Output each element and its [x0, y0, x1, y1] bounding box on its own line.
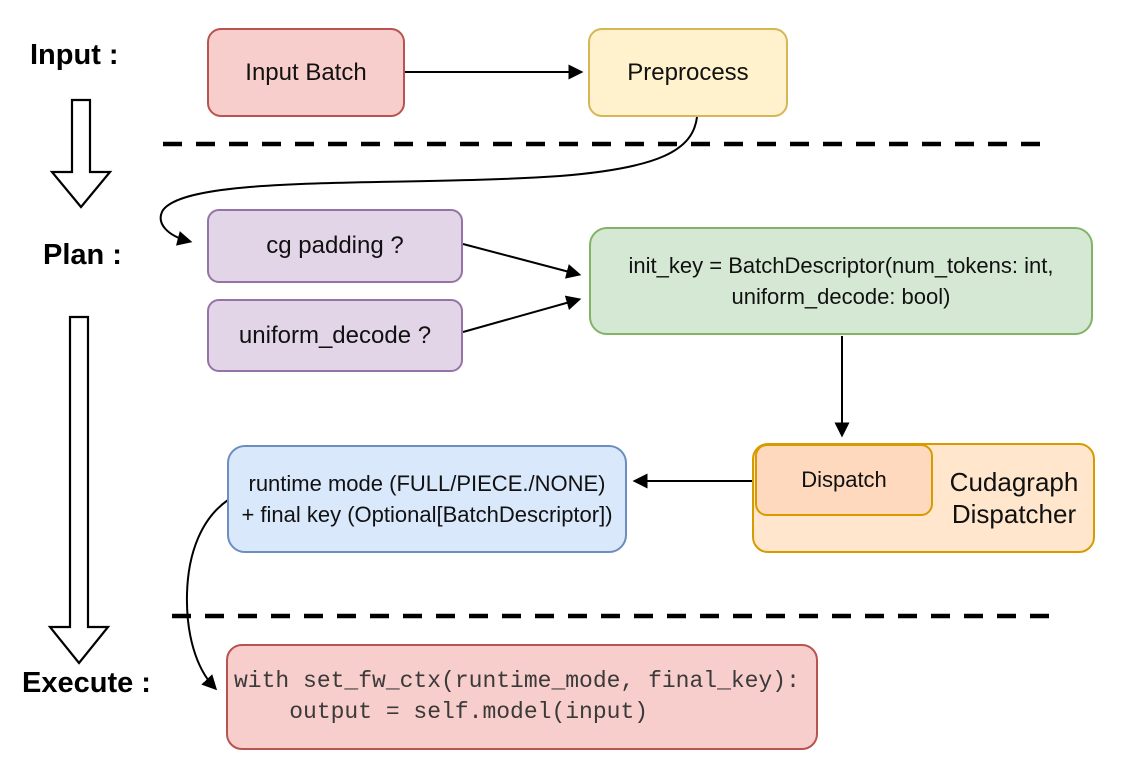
execute-code-line2: output = self.model(input): [234, 699, 649, 725]
node-execute-code: with set_fw_ctx(runtime_mode, final_key)…: [226, 644, 818, 750]
node-cg-padding-label: cg padding ?: [266, 232, 404, 259]
node-preprocess-label: Preprocess: [627, 58, 749, 86]
node-uniform-decode-label: uniform_decode ?: [238, 321, 432, 349]
node-dispatch: Dispatch: [755, 444, 933, 516]
node-cudagraph-dispatcher-label: Cudagraph Dispatcher: [933, 443, 1095, 553]
node-uniform-decode: uniform_decode ?: [207, 299, 463, 372]
node-cg-padding: cg padding ?: [207, 209, 463, 283]
plan-to-execute-arrow: [47, 315, 111, 665]
node-runtime-mode-line1: runtime mode (FULL/PIECE./NONE): [248, 471, 606, 496]
cudagraph-label-line1: Cudagraph: [949, 467, 1079, 497]
cudagraph-label-line2: Dispatcher: [951, 499, 1077, 529]
connector-runtime-mode-to-execute-code: [185, 499, 229, 691]
node-init-key-line2: uniform_decode: bool): [731, 284, 951, 309]
node-dispatch-label: Dispatch: [801, 467, 887, 492]
connector-uniform-decode-to-init-key: [462, 295, 582, 333]
connector-preprocess-to-cg-padding: [159, 116, 698, 246]
input-to-plan-arrow: [49, 98, 113, 209]
execute-code-line1: with set_fw_ctx(runtime_mode, final_key)…: [234, 668, 800, 694]
node-input-batch-label: Input Batch: [245, 58, 367, 86]
connector-cg-padding-to-init-key: [462, 243, 582, 279]
node-preprocess: Preprocess: [588, 28, 788, 117]
node-runtime-mode-line2: + final key (Optional[BatchDescriptor]): [241, 502, 613, 527]
node-init-key: init_key = BatchDescriptor(num_tokens: i…: [589, 227, 1093, 335]
node-init-key-line1: init_key = BatchDescriptor(num_tokens: i…: [628, 253, 1054, 278]
stage-label-execute: Execute :: [22, 667, 151, 699]
stage-label-input: Input :: [30, 39, 119, 71]
node-runtime-mode: runtime mode (FULL/PIECE./NONE) + final …: [227, 445, 627, 553]
stage-label-plan: Plan :: [43, 239, 122, 271]
node-input-batch: Input Batch: [207, 28, 405, 117]
